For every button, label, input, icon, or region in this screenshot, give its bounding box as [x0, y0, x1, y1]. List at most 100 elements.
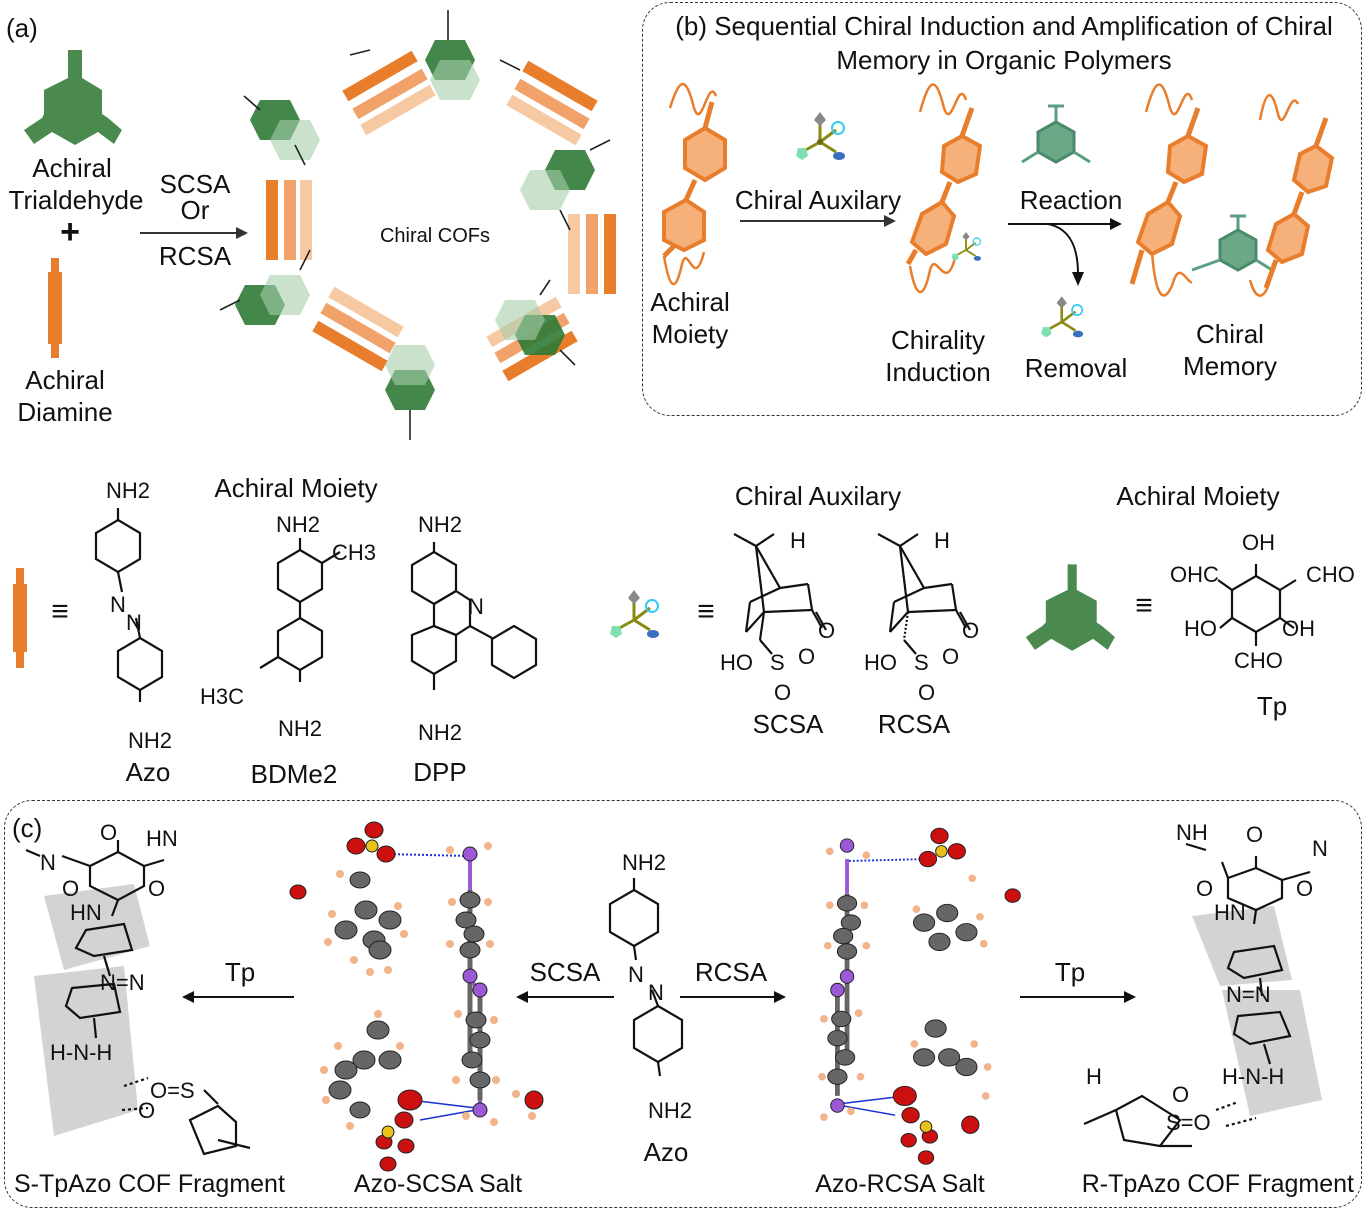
r-tpazo-fragment-structure — [1083, 842, 1322, 1148]
legend-auxiliary-icon — [610, 590, 659, 638]
tp-name: Tp — [1256, 691, 1288, 721]
aldehyde-header: Achiral Moiety — [1116, 481, 1280, 511]
r-fragment-label: R-TpAzo COF Fragment — [1081, 1170, 1354, 1198]
cof-node-top-left — [250, 100, 320, 160]
rcsa-arrow-label: RCSA — [694, 957, 768, 987]
tp-structure — [1217, 564, 1297, 646]
s-frag-hn-top: HN — [146, 826, 178, 851]
chirality-induction-label-2: Induction — [885, 357, 991, 387]
dpp-nh2-top: NH2 — [418, 512, 463, 537]
azo-n2: N — [126, 610, 142, 635]
cof-bond-lines — [219, 10, 611, 440]
bdme2-nh2-bottom: NH2 — [278, 716, 323, 741]
dpp-structure — [410, 542, 538, 690]
central-azo-nh2-top: NH2 — [622, 850, 667, 875]
r-frag-h: H — [1086, 1064, 1102, 1089]
panel-b-title-line1: (b) Sequential Chiral Induction and Ampl… — [675, 11, 1333, 41]
reactant1-label-line1: Achiral — [32, 153, 112, 183]
s-tpazo-fragment-structure — [25, 840, 251, 1156]
cof-linker-top-left — [342, 50, 436, 136]
legend-diamine-icon — [13, 568, 27, 668]
equiv-symbol-diamine: ≡ — [51, 595, 69, 628]
tp-ho: HO — [1184, 616, 1217, 641]
dpp-name: DPP — [413, 757, 467, 787]
scsa-name: SCSA — [752, 709, 824, 739]
central-azo-structure — [608, 878, 684, 1077]
s-frag-o-left: O — [62, 876, 80, 901]
reaction-arrow-a — [140, 227, 248, 239]
cof-node-bottom-right — [495, 300, 565, 355]
panel-b-title-line2: Memory in Organic Polymers — [836, 45, 1172, 75]
scsa-o2: O — [774, 680, 792, 705]
central-azo-nh2-bottom: NH2 — [648, 1098, 693, 1123]
s-frag-o-top: O — [100, 820, 118, 845]
rcsa-o1: O — [942, 644, 960, 669]
achiral-moiety-label-2: Moiety — [651, 319, 729, 349]
rcsa-structure — [877, 533, 971, 655]
s-frag-ketone-o: O — [138, 1098, 156, 1123]
r-frag-sulfonate: S=O — [1166, 1110, 1211, 1135]
cof-linker-left — [266, 180, 312, 260]
scsa-ho: HO — [720, 650, 753, 675]
rcsa-o2: O — [918, 680, 936, 705]
chirality-induction-label-1: Chirality — [891, 325, 985, 355]
tp-linker-icon — [1021, 104, 1091, 164]
tp-arrow-left-label: Tp — [224, 957, 256, 987]
azo-nh2-bottom: NH2 — [128, 728, 173, 753]
biphenyl-induced-icon — [905, 83, 983, 294]
chiral-memory-polymer-icon — [1129, 83, 1335, 297]
s-frag-azo-n: N=N — [100, 970, 145, 995]
equiv-symbol-aldehyde: ≡ — [1135, 589, 1153, 622]
rcsa-salt-label: Azo-RCSA Salt — [815, 1170, 985, 1198]
r-frag-o-top: O — [1246, 822, 1264, 847]
legend-trialdehyde-icon — [1025, 564, 1115, 651]
rcsa-s: S — [914, 650, 929, 675]
cof-node-right — [520, 150, 595, 210]
r-frag-azo-n: N=N — [1226, 982, 1271, 1007]
rcsa-h: H — [934, 528, 950, 553]
removal-label: Removal — [1024, 353, 1128, 383]
cof-linker-bottom-left — [312, 286, 404, 372]
scsa-ketone-o: O — [818, 618, 836, 643]
bdme2-structure — [259, 538, 341, 682]
scsa-h: H — [790, 528, 806, 553]
scsa-salt-label: Azo-SCSA Salt — [353, 1170, 523, 1198]
r-frag-o-right: O — [1296, 876, 1314, 901]
azo-name: Azo — [125, 757, 171, 787]
bdme2-nh2-top: NH2 — [276, 512, 321, 537]
auxiliary-header: Chiral Auxilary — [734, 481, 902, 511]
tp-oh-right: OH — [1282, 616, 1315, 641]
s-frag-o-right: O — [148, 876, 166, 901]
rcsa-ketone-o: O — [962, 618, 980, 643]
r-frag-o-left: O — [1196, 876, 1214, 901]
r-frag-nh-top: NH — [1176, 820, 1208, 845]
rcsa-name: RCSA — [877, 709, 951, 739]
central-azo-n1: N — [628, 962, 644, 987]
r-frag-ketone-o: O — [1172, 1082, 1190, 1107]
tp-arrow-left — [182, 991, 294, 1003]
achiral-moiety-label-1: Achiral — [650, 287, 730, 317]
reaction-arrow-b — [1008, 218, 1122, 286]
cof-linker-top-right — [506, 60, 598, 146]
tp-cho-bottom: CHO — [1234, 648, 1283, 673]
cof-node-top — [425, 40, 480, 100]
tp-ohc: OHC — [1170, 562, 1219, 587]
condition-rcsa: RCSA — [158, 241, 232, 271]
azo-scsa-crystal-structure — [289, 821, 544, 1172]
cof-node-bottom-left — [235, 275, 310, 325]
dpp-nh2-bottom: NH2 — [418, 720, 463, 745]
diamine-icon — [48, 258, 62, 358]
s-frag-hn: HN — [70, 900, 102, 925]
arrow1-label: Chiral Auxilary — [734, 185, 902, 215]
reactant2-label-line1: Achiral — [25, 365, 105, 395]
r-frag-hn: HN — [1214, 900, 1246, 925]
azo-n1: N — [110, 592, 126, 617]
s-fragment-label: S-TpAzo COF Fragment — [14, 1170, 285, 1198]
chiral-memory-label-2: Memory — [1183, 351, 1277, 381]
tp-cho-right: CHO — [1306, 562, 1355, 587]
cof-linker-right — [568, 214, 616, 294]
plus-sign: + — [60, 213, 80, 251]
central-azo-name: Azo — [643, 1137, 689, 1167]
bdme2-h3c: H3C — [200, 684, 245, 709]
diamine-header: Achiral Moiety — [214, 473, 378, 503]
